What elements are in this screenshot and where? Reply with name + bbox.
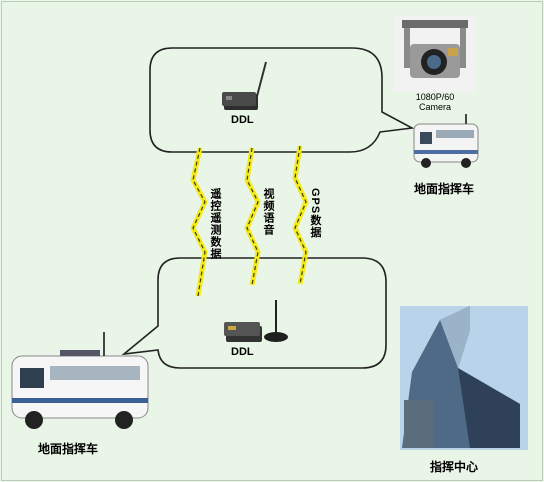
link-bolt-video-voice (244, 147, 261, 286)
link-bolt-telemetry (190, 147, 208, 297)
link-label-gps: GPS数据 (309, 188, 321, 239)
vehicle-right-caption: 地面指挥车 (414, 182, 475, 196)
command-center-caption: 指挥中心 (430, 460, 479, 474)
ddl-device-top-icon (222, 61, 267, 110)
bottom-speech-bubble (121, 257, 387, 369)
camera-caption-line1: 1080P/60 (415, 92, 455, 102)
bottom-ddl-label: DDL (231, 346, 254, 358)
top-ddl-label: DDL (231, 114, 254, 126)
camera-gimbal-icon (394, 16, 476, 92)
camera-caption-line2: Camera (418, 102, 451, 112)
top-speech-bubble (149, 47, 415, 153)
vehicle-left-icon (11, 332, 149, 429)
ddl-device-bottom-icon (224, 300, 288, 342)
link-label-telemetry: 遥控遥测数据 (209, 188, 221, 260)
vehicle-right-icon (413, 114, 479, 168)
vehicle-left-caption: 地面指挥车 (38, 442, 99, 456)
command-center-building-icon (400, 306, 528, 450)
link-bolt-gps (292, 145, 309, 285)
link-label-video-voice: 视频语音 (262, 188, 274, 236)
camera-caption: 1080P/60 Camera (402, 92, 468, 112)
